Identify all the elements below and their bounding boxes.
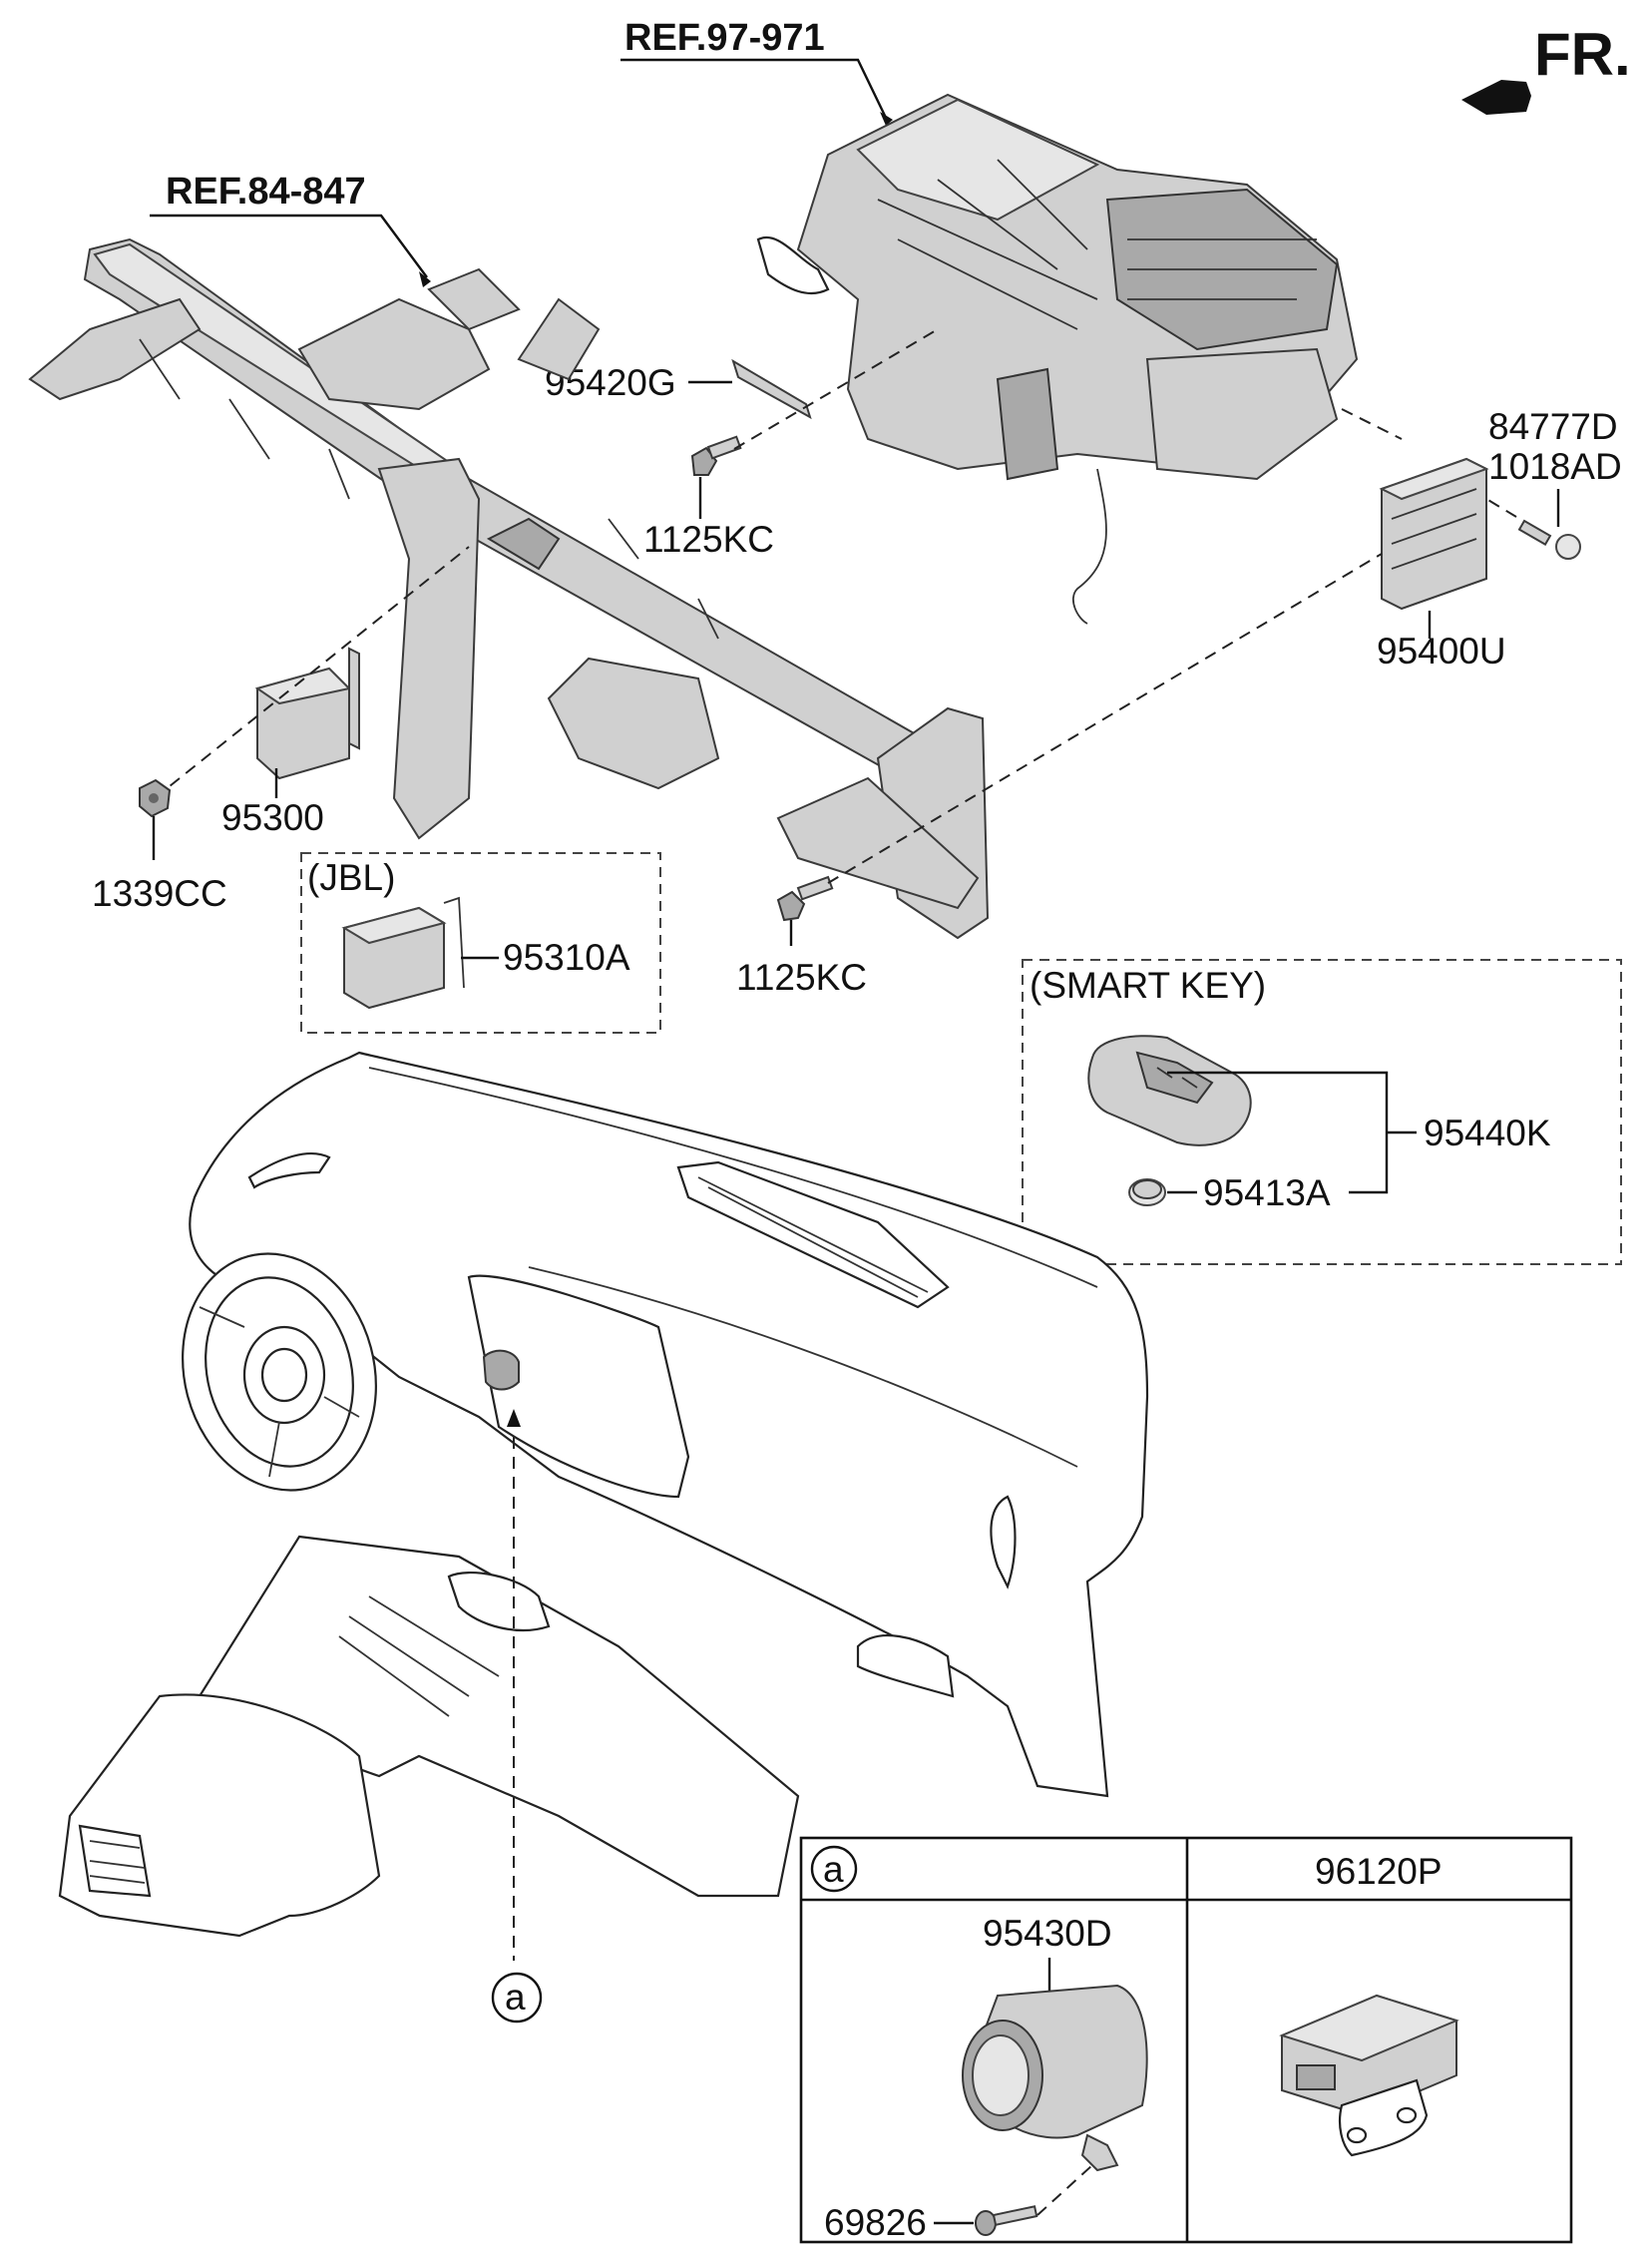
- bolt-upper-illustration: [690, 435, 742, 476]
- screw-69826-illustration: [975, 2205, 1038, 2236]
- screw-84777d-illustration: [1517, 519, 1581, 560]
- label-bolt-lower: 1125KC: [736, 957, 867, 998]
- ref-cowl-label: REF.84-847: [166, 171, 366, 213]
- ref-hvac-callout: REF.97-971: [620, 17, 893, 126]
- label-69826: 69826: [824, 2202, 927, 2243]
- label-95440k: 95440K: [1424, 1113, 1551, 1153]
- module-95300-illustration: [254, 647, 360, 780]
- jbl-group-label: (JBL): [307, 857, 395, 898]
- smart-key-fob-illustration: [1087, 1035, 1252, 1146]
- label-95310a: 95310A: [503, 937, 630, 978]
- callout-a-circle: [491, 1972, 543, 2024]
- label-bolt-upper: 1125KC: [643, 519, 774, 560]
- dash-screw: [1485, 498, 1517, 518]
- detail-header-marker: a: [823, 1849, 844, 1890]
- smart-key-group-label: (SMART KEY): [1030, 965, 1266, 1006]
- jbl-group-box: [300, 852, 661, 1034]
- ref-cowl-leader: [150, 214, 428, 278]
- detail-header-marker-circle: [810, 1845, 858, 1893]
- label-95300: 95300: [221, 797, 324, 838]
- dash-module-upper: [1341, 408, 1403, 440]
- dash-69826: [1036, 2164, 1093, 2216]
- smart-key-group-box: [1022, 959, 1622, 1265]
- hvac-unit-illustration: [756, 93, 1359, 625]
- dash-95300: [154, 546, 470, 799]
- amp-95310a-illustration: [341, 896, 465, 1010]
- label-84777d: 84777D: [1488, 406, 1618, 447]
- ref-cowl-callout: REF.84-847: [150, 171, 431, 287]
- ref-cowl-arrowhead-icon: [419, 271, 431, 287]
- label-1018ad: 1018AD: [1488, 446, 1622, 487]
- front-direction-indicator: FR.: [1461, 21, 1631, 115]
- nut-1339cc-illustration: [139, 778, 172, 818]
- label-95430d: 95430D: [983, 1913, 1112, 1954]
- cowl-crossbar-illustration: [28, 237, 990, 940]
- label-95413a: 95413A: [1203, 1172, 1331, 1213]
- module-96120p-illustration: [1279, 1994, 1459, 2157]
- ref-hvac-arrowhead-icon: [880, 112, 893, 126]
- dash-bolt-lower: [827, 553, 1383, 884]
- detail-table: a 96120P 95430D 69826: [799, 1836, 1573, 2244]
- ref-hvac-label: REF.97-971: [624, 17, 825, 59]
- module-95400u-illustration: [1379, 457, 1489, 611]
- front-arrow-icon: [1461, 80, 1531, 115]
- callout-a-marker: a: [505, 1977, 526, 2018]
- bracket-95420g-illustration: [731, 358, 812, 420]
- callout-a-arrow-icon: [507, 1409, 521, 1427]
- label-1339cc: 1339CC: [92, 873, 227, 914]
- dashboard-line-drawing: [58, 1051, 1149, 1938]
- front-direction-label: FR.: [1534, 21, 1631, 88]
- coin-battery-illustration: [1128, 1178, 1166, 1206]
- sensor-95430d-illustration: [962, 1984, 1148, 2172]
- ref-hvac-leader: [620, 58, 888, 119]
- bolt-lower-illustration: [776, 875, 834, 922]
- detail-header-96120p: 96120P: [1315, 1851, 1443, 1892]
- label-95400u: 95400U: [1377, 631, 1506, 672]
